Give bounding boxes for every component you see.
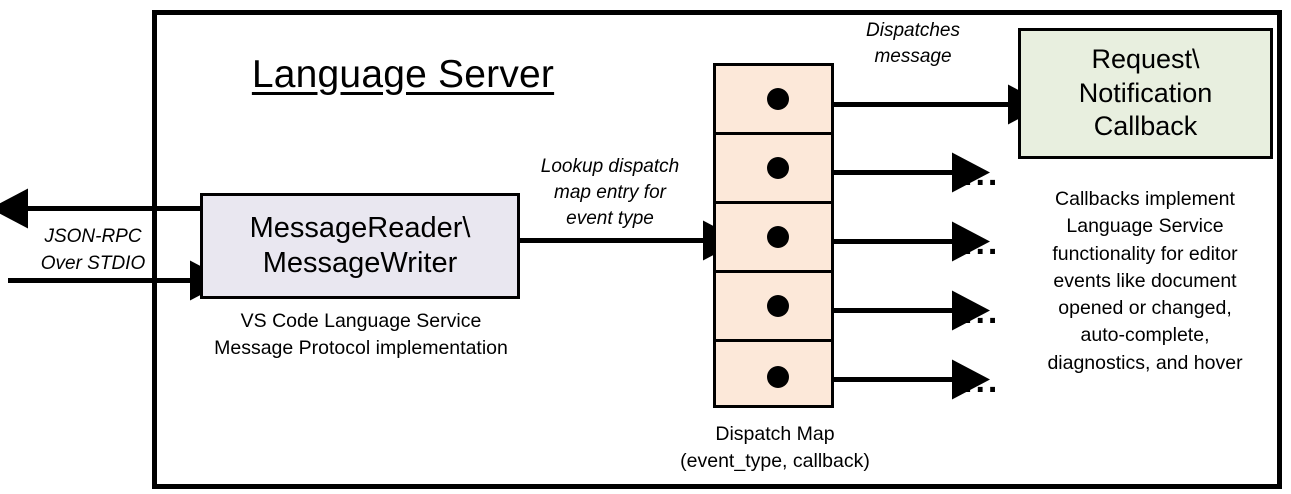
- reader-caption-line1: VS Code Language Service: [240, 310, 482, 332]
- dispatches-line1: Dispatches: [866, 20, 960, 41]
- callback-caption-line2: Language Service: [1066, 215, 1224, 238]
- callback-caption-line3: functionality for editor: [1052, 242, 1238, 265]
- diagram-title: Language Server: [233, 52, 573, 97]
- callback-line3: Callback: [1093, 111, 1198, 142]
- callback-line1: Request\: [1091, 43, 1200, 74]
- dispatches-line2: message: [874, 45, 952, 67]
- ellipsis-dispatch-4: ...: [963, 293, 1001, 331]
- dispatches-message-label: Dispatches message: [838, 18, 988, 70]
- message-reader-writer-label: MessageReader\MessageWriter: [250, 211, 471, 282]
- callback-line2: Notification: [1078, 77, 1213, 108]
- dispatch-map-caption: Dispatch Map (event_type, callback): [645, 421, 905, 475]
- callback-caption-line1: Callbacks implement: [1055, 188, 1235, 210]
- dispatch-map-row[interactable]: [716, 204, 831, 273]
- callback-caption-line6: auto-complete,: [1080, 324, 1210, 347]
- dispatch-map-row[interactable]: [716, 66, 831, 135]
- dispatch-map-row[interactable]: [716, 273, 831, 342]
- reader-line2: MessageWriter: [262, 247, 458, 279]
- message-reader-writer-box[interactable]: MessageReader\MessageWriter: [200, 193, 520, 299]
- dispatch-map-table[interactable]: [713, 63, 834, 408]
- callback-dot-icon: [767, 88, 789, 110]
- dispatch-map-row[interactable]: [716, 342, 831, 411]
- ellipsis-dispatch-2: ...: [963, 155, 1001, 193]
- ellipsis-dispatch-3: ...: [963, 224, 1001, 262]
- jsonrpc-label-line1: JSON-RPC: [44, 226, 142, 247]
- callback-dot-icon: [767, 295, 789, 317]
- diagram-title-text: Language Server: [251, 53, 555, 96]
- reader-caption-line2: Message Protocol implementation: [214, 336, 508, 359]
- callback-dot-icon: [767, 365, 789, 388]
- dispatch-map-row[interactable]: [716, 135, 831, 204]
- reader-line1: MessageReader\: [249, 211, 471, 244]
- jsonrpc-label-line2: Over STDIO: [40, 252, 146, 274]
- callback-dot-icon: [767, 226, 789, 248]
- lookup-line2: map entry for: [554, 181, 666, 203]
- callback-caption-line5: opened or changed,: [1058, 297, 1232, 320]
- lookup-line3: event type: [566, 207, 654, 229]
- dispatch-caption-line1: Dispatch Map: [715, 423, 835, 445]
- callback-dot-icon: [767, 157, 789, 179]
- callback-caption-line7: diagnostics, and hover: [1047, 351, 1243, 374]
- ellipsis-dispatch-5: ...: [963, 362, 1001, 400]
- lookup-line1: Lookup dispatch: [540, 156, 680, 177]
- lookup-dispatch-label: Lookup dispatch map entry for event type: [519, 154, 701, 231]
- callback-caption-line4: events like document: [1053, 269, 1237, 292]
- language-server-frame: [152, 10, 1282, 489]
- dispatch-caption-line2: (event_type, callback): [680, 449, 870, 472]
- jsonrpc-label: JSON-RPC Over STDIO: [18, 224, 168, 278]
